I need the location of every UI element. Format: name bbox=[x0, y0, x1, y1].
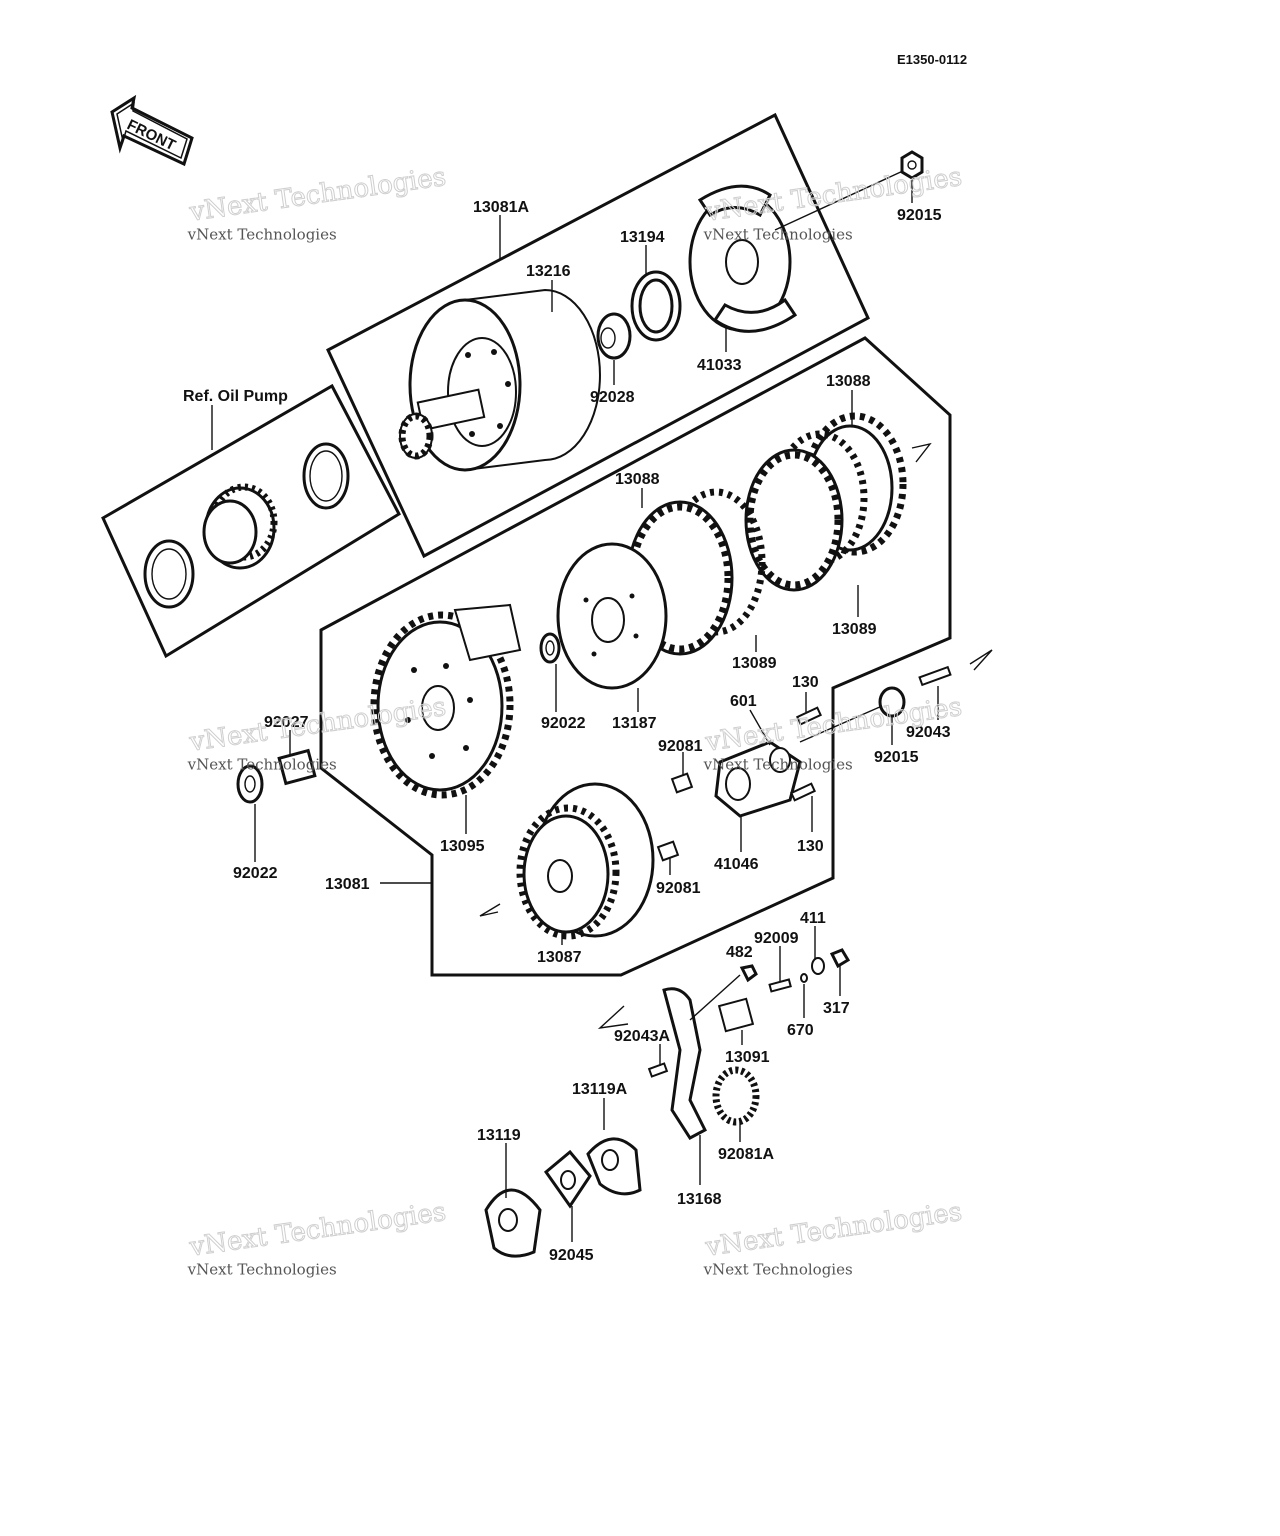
label-601: 601 bbox=[730, 693, 757, 710]
label-13091: 13091 bbox=[725, 1049, 770, 1066]
label-13088-b: 13088 bbox=[615, 471, 660, 488]
label-13168: 13168 bbox=[677, 1191, 722, 1208]
outer-gear-13095 bbox=[370, 603, 522, 799]
label-13081a: 13081A bbox=[473, 199, 529, 216]
label-92009: 92009 bbox=[754, 930, 799, 947]
nut-92015-top bbox=[900, 150, 924, 180]
watermark-c: vNext Technologies bbox=[187, 755, 337, 773]
label-13187: 13187 bbox=[612, 715, 657, 732]
label-13081: 13081 bbox=[325, 876, 370, 893]
label-13095: 13095 bbox=[440, 838, 485, 855]
watermark-e-big: vNext Technologies bbox=[187, 1197, 448, 1263]
pressure-plate-13187 bbox=[556, 542, 668, 690]
label-41046: 41046 bbox=[714, 856, 759, 873]
label-482: 482 bbox=[726, 944, 753, 961]
label-92027: 92027 bbox=[264, 714, 309, 731]
oil-pump-parts bbox=[143, 442, 350, 609]
frame-13081 bbox=[319, 336, 952, 977]
watermark-f: vNext Technologies bbox=[703, 1260, 853, 1278]
label-317: 317 bbox=[823, 1000, 850, 1017]
label-13119: 13119 bbox=[477, 1127, 521, 1144]
label-13119a: 13119A bbox=[572, 1081, 628, 1098]
clutch-housing-13216 bbox=[398, 288, 601, 472]
label-92015-mid: 92015 bbox=[874, 749, 919, 766]
watermark-d: vNext Technologies bbox=[703, 755, 853, 773]
diagram-code: E1350-0112 bbox=[897, 52, 967, 67]
washer-92022-mid bbox=[539, 632, 561, 664]
parts-92015-92043 bbox=[799, 665, 952, 743]
label-13088-a: 13088 bbox=[826, 373, 871, 390]
front-arrow-icon: FRONT bbox=[110, 94, 194, 167]
springs-92081 bbox=[656, 772, 694, 862]
label-92045: 92045 bbox=[549, 1247, 594, 1264]
label-13089-b: 13089 bbox=[732, 655, 777, 672]
watermark-a: vNext Technologies bbox=[187, 225, 337, 243]
label-13089-a: 13089 bbox=[832, 621, 877, 638]
label-411: 411 bbox=[800, 910, 826, 927]
label-ref-oil-pump: Ref. Oil Pump bbox=[183, 388, 288, 405]
part-labels: 13081A 13216 13194 92015 41033 92028 130… bbox=[183, 199, 951, 1264]
label-130-bottom: 130 bbox=[797, 838, 824, 855]
label-13194: 13194 bbox=[620, 229, 665, 246]
watermark-e: vNext Technologies bbox=[187, 1260, 337, 1278]
label-13216: 13216 bbox=[526, 263, 571, 280]
label-130-top: 130 bbox=[792, 674, 819, 691]
bushing-92028 bbox=[596, 312, 632, 360]
label-92043: 92043 bbox=[906, 724, 951, 741]
watermark-f-big: vNext Technologies bbox=[703, 1197, 964, 1263]
clutch-shoe-41033 bbox=[688, 169, 906, 333]
watermark-a-big: vNext Technologies bbox=[187, 162, 448, 228]
inner-hub-13087 bbox=[516, 782, 655, 940]
bearing-13194 bbox=[630, 270, 682, 342]
label-92081-b: 92081 bbox=[656, 880, 701, 897]
frame-oil-pump bbox=[101, 383, 401, 659]
watermark-b: vNext Technologies bbox=[703, 225, 853, 243]
direction-arrows bbox=[479, 442, 993, 1030]
label-13087: 13087 bbox=[537, 949, 582, 966]
frame-13081a bbox=[326, 112, 870, 559]
leader-lines bbox=[211, 180, 939, 1242]
label-92081-a: 92081 bbox=[658, 738, 703, 755]
label-92081a: 92081A bbox=[718, 1146, 774, 1163]
label-670: 670 bbox=[787, 1022, 814, 1039]
label-92015-top: 92015 bbox=[897, 207, 942, 224]
label-92028: 92028 bbox=[590, 389, 635, 406]
washer-92022-left bbox=[236, 764, 264, 804]
label-92043a: 92043A bbox=[614, 1028, 670, 1045]
spacer-92027 bbox=[277, 748, 317, 786]
clutch-plates bbox=[626, 412, 907, 656]
label-92022-left: 92022 bbox=[233, 865, 278, 882]
label-41033: 41033 bbox=[697, 357, 742, 374]
lifter-41046 bbox=[714, 706, 822, 818]
release-parts bbox=[484, 948, 851, 1258]
label-92022-mid: 92022 bbox=[541, 715, 586, 732]
